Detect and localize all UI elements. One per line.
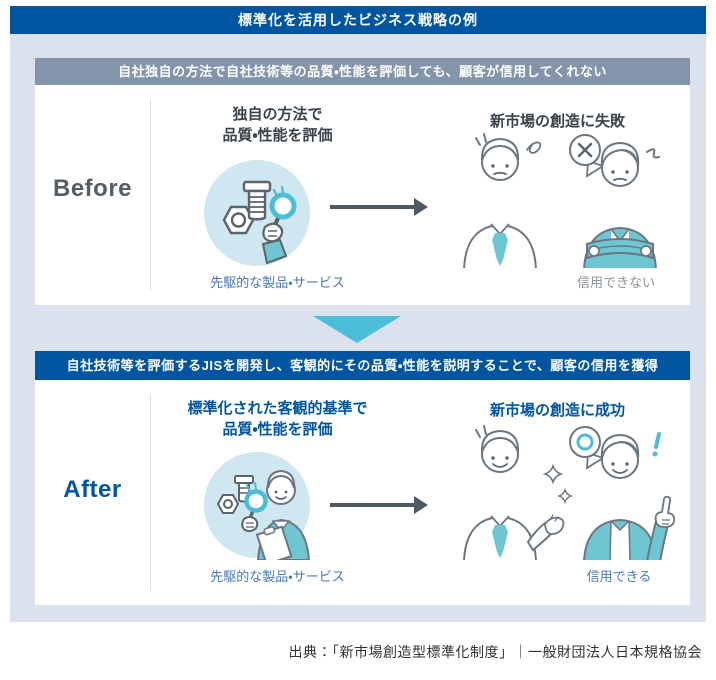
arrow-head [414,198,428,216]
before-panel-body: Before 独自の方法で 品質・性能を評価 [35,85,690,305]
diagram-container: 自社独自の方法で自社技術等の品質・性能を評価しても、顧客が信用してくれない Be… [10,34,706,622]
after-left-heading-line1: 標準化された客観的基準で [187,400,368,417]
page-title: 標準化を活用したビジネス戦略の例 [10,6,706,34]
after-label: After [63,476,122,503]
vertical-divider [150,100,151,290]
before-label: Before [52,175,133,202]
after-right-caption: 信用できる [586,569,652,584]
right-arrow-icon [330,496,428,514]
before-right-caption: 信用できない [576,275,655,290]
arrow-shaft [330,503,414,507]
after-panel-body: After 標準化された客観的基準で 品質・性能を評価 [35,380,690,605]
magnifier-bolts-icon [204,160,310,266]
worried-people-ng-icon [463,133,660,268]
after-left-heading-line2: 品質・性能を評価 [222,421,333,438]
right-arrow-icon [330,198,428,216]
source-citation: 出典：「新市場創造型標準化制度」｜一般財団法人日本規格協会 [288,644,702,660]
happy-people-ok-icon [463,425,676,560]
before-left-heading-line2: 品質・性能を評価 [222,127,333,144]
after-panel: 自社技術等を評価するJISを開発し、客観的にその品質・性能を説明することで、顧客… [35,351,690,605]
before-left-caption: 先駆的な製品・サービス [210,275,345,290]
before-panel-header: 自社独自の方法で自社技術等の品質・性能を評価しても、顧客が信用してくれない [35,58,690,85]
after-left-caption: 先駆的な製品・サービス [210,569,345,584]
down-triangle-icon [313,316,401,343]
vertical-divider [150,395,151,590]
after-right-heading: 新市場の創造に成功 [489,402,625,419]
inspector-man-icon [204,452,311,560]
after-left-heading: 標準化された客観的基準で 品質・性能を評価 [155,398,400,440]
before-right-heading: 新市場の創造に失敗 [489,113,625,130]
after-panel-header: 自社技術等を評価するJISを開発し、客観的にその品質・性能を説明することで、顧客… [35,351,690,380]
arrow-shaft [330,205,414,209]
before-left-heading-line1: 独自の方法で [232,106,323,123]
before-panel: 自社独自の方法で自社技術等の品質・性能を評価しても、顧客が信用してくれない Be… [35,58,690,305]
before-left-heading: 独自の方法で 品質・性能を評価 [155,104,400,146]
arrow-head [414,496,428,514]
